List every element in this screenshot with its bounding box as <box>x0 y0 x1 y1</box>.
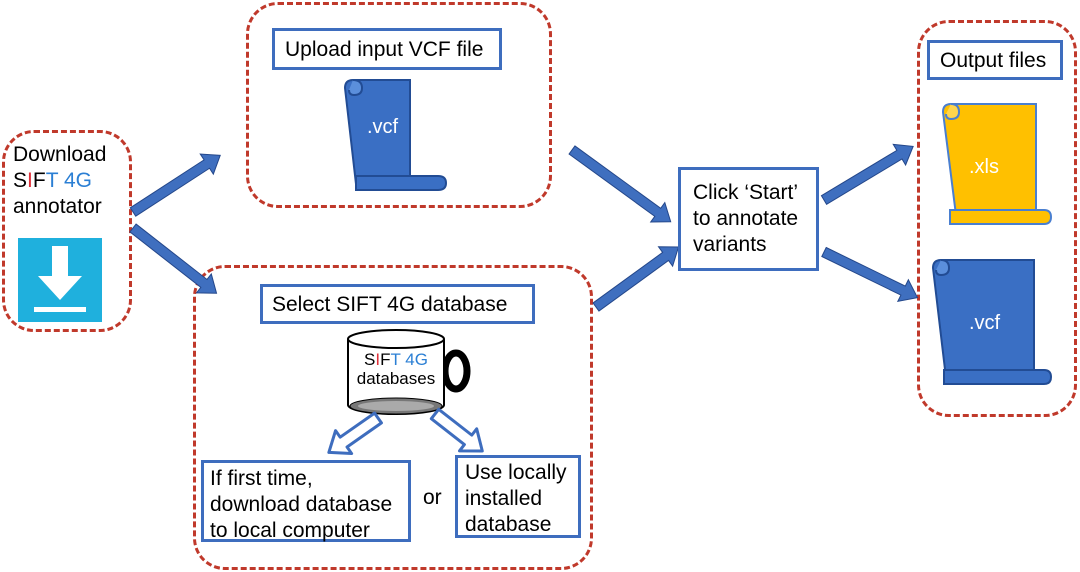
option2-line2: installed <box>465 487 543 510</box>
start-box: Click ‘Start’ to annotate variants <box>678 167 819 271</box>
option1-line3: to local computer <box>210 519 370 542</box>
arrow-database-to-start <box>592 246 680 312</box>
download-label: Download SIFT 4G annotator <box>13 142 106 220</box>
sift-s: S <box>13 169 28 192</box>
cyl-f: F <box>380 350 391 369</box>
arrow-start-to-vcf <box>821 246 919 303</box>
option1-line1: If first time, <box>210 467 313 490</box>
database-group <box>193 265 593 570</box>
hollow-arrows <box>327 407 484 456</box>
output-group <box>917 20 1077 417</box>
xls-scroll-icon <box>941 103 1053 225</box>
sift-t4g: T 4G <box>45 169 92 192</box>
cyl-t4g: T 4G <box>390 350 428 369</box>
upload-label-box: Upload input VCF file <box>272 28 502 70</box>
start-line2: to annotate <box>693 207 799 230</box>
cylinder-sift-line: SIFT 4G <box>355 350 437 369</box>
cyl-i: I <box>375 350 381 369</box>
output-vcf-scroll-icon <box>931 259 1053 385</box>
download-line3: annotator <box>13 195 102 218</box>
cylinder-line2: databases <box>356 369 436 388</box>
download-icon <box>18 238 102 322</box>
output-label: Output files <box>940 49 1047 72</box>
option-local-box: Use locally installed database <box>455 455 581 538</box>
upload-vcf-label: .vcf <box>367 116 399 138</box>
hollow-arrow-left <box>327 411 383 456</box>
arrow-start-to-xls <box>820 143 914 205</box>
option2-line3: database <box>465 513 552 536</box>
arrow-upload-to-start <box>568 145 672 223</box>
download-sift-line: SIFT 4G <box>13 168 106 194</box>
xls-file-label: .xls <box>969 156 999 178</box>
cylinder-label: SIFT 4G databases <box>355 350 437 388</box>
database-label-box: Select SIFT 4G database <box>260 284 535 324</box>
database-label: Select SIFT 4G database <box>272 293 508 316</box>
upload-group <box>246 2 552 208</box>
option1-line2: download database <box>210 493 393 516</box>
database-cylinder-icon <box>347 329 471 415</box>
arrow-download-to-upload <box>129 153 221 217</box>
download-line1: Download <box>13 143 107 166</box>
upload-vcf-scroll-icon <box>343 79 448 191</box>
output-vcf-file-label: .vcf <box>969 312 1001 334</box>
option2-line1: Use locally <box>465 461 567 484</box>
output-label-box: Output files <box>927 40 1063 80</box>
hollow-arrow-right <box>429 407 484 453</box>
flow-arrows <box>129 143 919 312</box>
sift-f: F <box>32 169 46 192</box>
cyl-s: S <box>364 350 376 369</box>
upload-label: Upload input VCF file <box>285 38 484 61</box>
start-line3: variants <box>693 233 767 256</box>
start-line1: Click ‘Start’ <box>693 181 799 204</box>
arrow-download-to-database <box>129 223 218 294</box>
sift-i: I <box>27 169 33 192</box>
option-download-box: If first time, download database to loca… <box>201 460 411 542</box>
or-label: or <box>423 486 442 509</box>
